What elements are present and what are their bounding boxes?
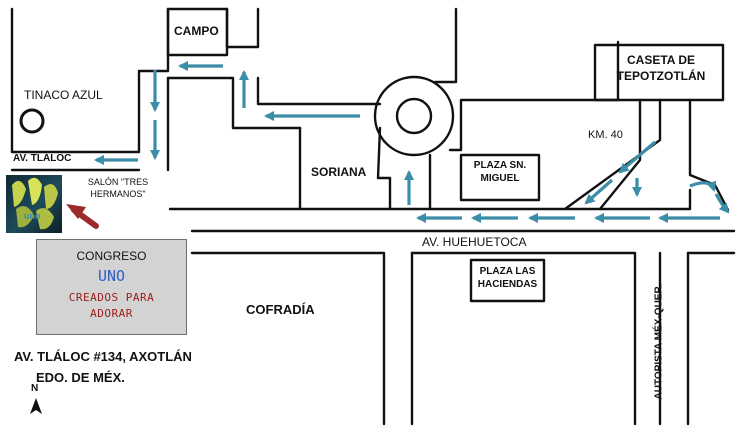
congreso-slogan-line2: ADORAR — [90, 307, 133, 320]
salon-logo-icon: uno — [6, 175, 62, 233]
congreso-slogan-line1: CREADOS PARA — [68, 291, 155, 304]
tinaco-azul-label: TINACO AZUL — [24, 88, 103, 102]
route-arrow-icon — [584, 178, 614, 205]
north-label: N — [31, 383, 39, 394]
north-arrow-icon — [30, 398, 42, 414]
route-arrow-icon — [714, 193, 730, 214]
route-arrows — [93, 60, 730, 224]
route-arrow-icon — [618, 140, 657, 174]
av-tlaloc-label: AV. TLÁLOC — [13, 153, 72, 164]
congreso-info-box: CONGRESO UNO CREADOS PARA ADORAR — [36, 239, 187, 335]
plaza-las-haciendas-label: PLAZA LAS HACIENDAS — [477, 266, 538, 290]
address-line-1: AV. TLÁLOC #134, AXOTLÁN — [14, 349, 192, 364]
congreso-uno: UNO — [97, 267, 126, 285]
plaza-sn-miguel-label: PLAZA SN. MIGUEL — [473, 160, 527, 184]
cofradia-label: COFRADÍA — [246, 302, 315, 317]
autopista-label: AUTOPISTA MÉX-QUER. — [653, 283, 665, 400]
congreso-title: CONGRESO — [76, 249, 147, 263]
km-40-label: KM. 40 — [588, 129, 623, 141]
address-line-2: EDO. DE MÉX. — [36, 370, 125, 385]
road-lines — [10, 7, 736, 426]
svg-text:uno: uno — [24, 211, 41, 221]
caseta-label: CASETA DE TEPOTZOTLÁN — [616, 53, 706, 84]
soriana-label: SORIANA — [311, 165, 367, 179]
route-arrow-icon — [689, 180, 717, 192]
location-pointer-arrow-icon — [66, 204, 99, 229]
campo-label: CAMPO — [174, 24, 219, 38]
salon-tres-hermanos-label: SALÓN "TRES HERMANOS" — [87, 177, 149, 199]
tinaco-azul-marker — [19, 108, 45, 134]
av-huehuetoca-label: AV. HUEHUETOCA — [422, 235, 527, 249]
